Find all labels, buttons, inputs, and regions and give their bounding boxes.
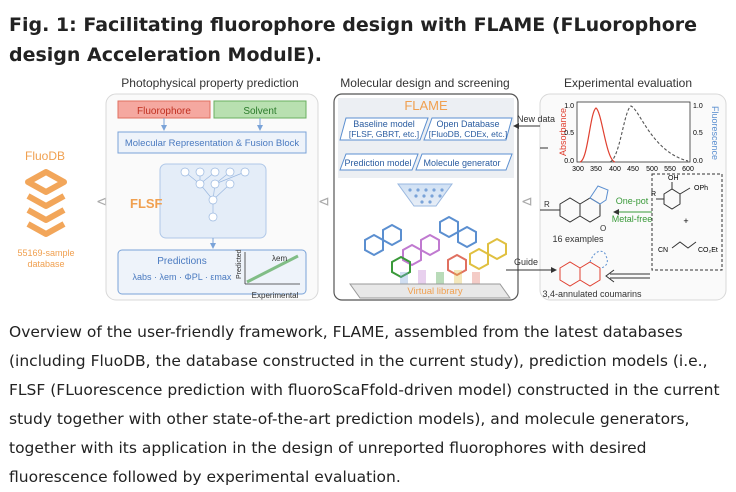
right-tick-2: 0.0 — [693, 158, 703, 165]
absorbance-curve — [579, 107, 616, 163]
parity-lambda: λem — [272, 254, 287, 263]
left-tick-1: 0.5 — [564, 130, 574, 137]
figure-caption: Overview of the user-friendly framework,… — [9, 323, 720, 486]
x-tick-2: 400 — [609, 166, 621, 173]
new-data-label: New data — [517, 114, 555, 124]
plus-label: + — [683, 216, 688, 226]
coumarin-scaffold — [559, 250, 608, 287]
fusion-label: Molecular Representation & Fusion Block — [125, 138, 300, 149]
right-tick-0: 1.0 — [693, 103, 703, 110]
parity-plot: Predicted λem — [236, 249, 300, 285]
reagent-oph-label: OPh — [694, 185, 708, 192]
fluodb-unit: database — [27, 259, 64, 269]
fluodb-count: 55169-sample — [17, 248, 74, 258]
panel2-heading: Molecular design and screening — [340, 76, 509, 90]
prediction-model-box — [339, 153, 419, 171]
reagent2-structure — [671, 241, 697, 249]
database-stack-icon — [25, 169, 67, 237]
x-tick-5: 550 — [664, 166, 676, 173]
reagent-r-label: R — [651, 191, 656, 198]
product-r-label: R — [544, 200, 550, 209]
connector-arrow-icon: ⊲ — [521, 193, 533, 209]
fluorophore-label: Fluorophore — [137, 106, 191, 117]
prediction-model-label: Prediction model — [344, 158, 411, 168]
right-tick-1: 0.5 — [693, 130, 703, 137]
absorbance-label: Absorbance — [558, 108, 568, 156]
fluorescence-label: Fluorescence — [710, 106, 720, 160]
reagents-box — [651, 173, 723, 271]
baseline-title: Baseline model — [353, 119, 415, 129]
reagent-cn-label: CN — [658, 247, 668, 254]
flame-label: FLAME — [404, 98, 448, 113]
funnel-dots — [408, 188, 444, 204]
examples-label: 16 examples — [552, 234, 604, 244]
predictions-items: λabs · λem · ΦPL · εmax — [133, 272, 232, 282]
x-tick-1: 350 — [590, 166, 602, 173]
product-o-label: O — [600, 224, 606, 233]
fluorescence-curve — [609, 105, 689, 163]
solvent-label: Solvent — [243, 106, 277, 117]
metal-free-label: Metal-free — [612, 214, 653, 224]
fusion-box — [117, 131, 307, 154]
molecule-generator-box — [415, 153, 513, 171]
predictions-box — [117, 249, 307, 295]
virtual-library-label: Virtual library — [407, 286, 463, 297]
parity-axis-y: Predicted — [236, 249, 243, 279]
guide-label: Guide — [514, 257, 538, 267]
x-tick-3: 450 — [627, 166, 639, 173]
parity-axis-x: Experimental — [252, 291, 299, 300]
flsf-label: FLSF — [130, 196, 163, 211]
predictions-label: Predictions — [157, 256, 206, 267]
open-database-box — [423, 117, 513, 141]
reagent-structure — [656, 182, 691, 210]
figure-graphic: FluoDB 55169-sample database ⊲ Photophys… — [17, 76, 727, 301]
fluodb-block: FluoDB 55169-sample database — [17, 149, 74, 269]
library-beams — [400, 270, 480, 294]
x-tick-6: 600 — [682, 166, 694, 173]
x-tick-4: 500 — [646, 166, 658, 173]
panel3-heading: Experimental evaluation — [564, 76, 692, 90]
x-tick-0: 300 — [572, 166, 584, 173]
product-name: 3,4-annulated coumarins — [542, 289, 642, 299]
figure-title: Fig. 1: Facilitating fluorophore design … — [9, 14, 698, 66]
retrosynthesis-arrow — [610, 273, 650, 279]
connector-arrow-icon: ⊲ — [318, 193, 330, 209]
product-structure — [540, 185, 609, 223]
reagent-oh-label: OH — [668, 175, 679, 182]
left-tick-0: 1.0 — [564, 103, 574, 110]
virtual-library-molecules — [364, 215, 507, 279]
opendb-items: [FluoDB, CDEx, etc.] — [429, 129, 507, 139]
left-tick-2: 0.0 — [564, 158, 574, 165]
opendb-title: Open Database — [436, 119, 499, 129]
spectra-plot: Absorbance Fluorescence 1.0 0.5 0.0 1.0 … — [558, 101, 720, 173]
neural-network-icon — [180, 167, 250, 222]
connector-arrow-icon: ⊲ — [96, 193, 108, 209]
molecule-generator-label: Molecule generator — [423, 158, 500, 168]
one-pot-label: One-pot — [616, 196, 649, 206]
baseline-items: [FLSF, GBRT, etc.] — [349, 129, 419, 139]
figure: FluoDB 55169-sample database ⊲ Photophys… — [0, 72, 736, 307]
fluodb-name: FluoDB — [25, 149, 65, 163]
panel1-heading: Photophysical property prediction — [121, 76, 298, 90]
library-platform — [349, 283, 511, 299]
reagent-co2et-label: CO₂Et — [698, 247, 718, 254]
baseline-model-box — [339, 117, 429, 141]
